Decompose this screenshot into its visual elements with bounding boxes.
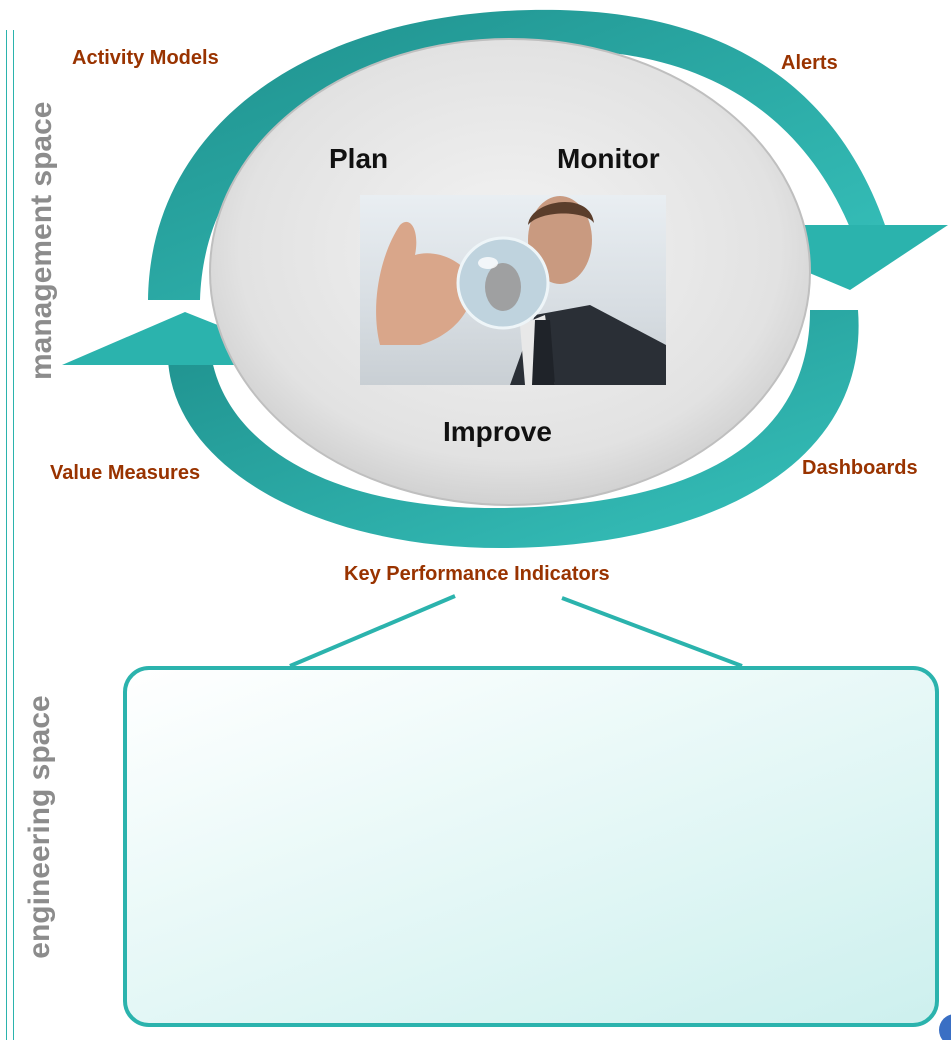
globe-fragment (939, 1014, 951, 1040)
kpi-box (123, 666, 939, 1027)
dashboards-label: Dashboards (802, 457, 918, 479)
crystal-ball-photo (360, 195, 666, 385)
activity-models-label: Activity Models (72, 47, 219, 69)
improve-label: Improve (443, 416, 552, 447)
alerts-label: Alerts (781, 52, 838, 74)
bottom-arc (168, 310, 859, 548)
kpi-connector-right (561, 596, 743, 668)
value-measures-label: Value Measures (50, 462, 201, 484)
monitor-label: Monitor (557, 143, 660, 174)
hand (376, 221, 473, 345)
kpi-connector-left (289, 594, 456, 668)
hair (528, 202, 594, 225)
plan-label: Plan (329, 143, 389, 174)
tie (532, 320, 555, 385)
kpi-label: Key Performance Indicators (344, 563, 610, 585)
side-rule (6, 30, 14, 1040)
top-arc (148, 9, 890, 300)
